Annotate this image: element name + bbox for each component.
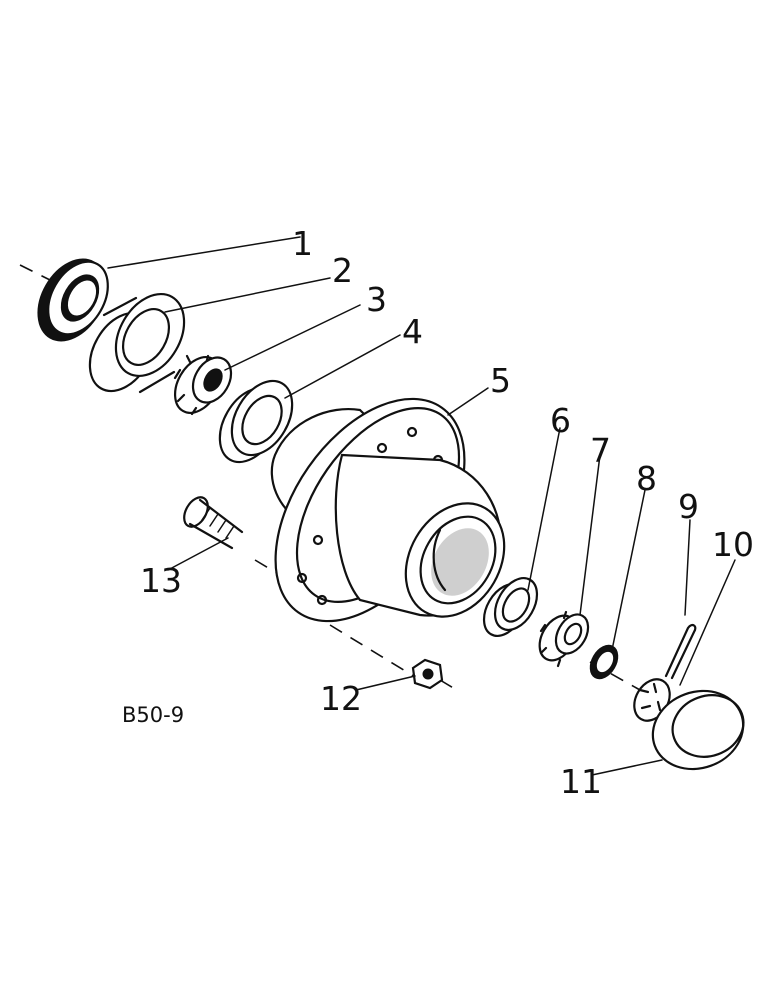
callout-5: 5 [490, 361, 511, 400]
callout-3: 3 [366, 280, 387, 319]
part-4-bearing-cup [218, 379, 294, 464]
part-7-bearing-cone [538, 610, 590, 668]
callout-labels: 1 2 3 4 5 6 7 8 9 10 11 12 13 [140, 224, 754, 801]
callout-10: 10 [712, 525, 754, 564]
callout-6: 6 [550, 401, 571, 440]
callout-4: 4 [402, 312, 423, 351]
part-6-bearing-cup [482, 577, 539, 637]
part-2-bearing-cup [88, 292, 186, 394]
part-11-dust-cap [651, 689, 745, 771]
diagram-code: B50-9 [122, 703, 184, 727]
callout-13: 13 [140, 561, 182, 600]
part-1-seal [37, 258, 109, 342]
part-8-washer [589, 644, 619, 680]
callout-8: 8 [636, 459, 657, 498]
callout-12: 12 [320, 679, 362, 718]
part-12-nut [411, 658, 444, 690]
callout-11: 11 [560, 762, 602, 801]
part-9-cotter-pin [664, 623, 697, 680]
part-3-bearing-cone [173, 354, 233, 416]
callout-9: 9 [678, 487, 699, 526]
callout-2: 2 [332, 251, 353, 290]
leader-lines [107, 236, 736, 776]
part-13-stud [183, 496, 244, 550]
callout-1: 1 [292, 224, 313, 263]
part-5-hub [270, 397, 506, 623]
callout-7: 7 [590, 431, 611, 470]
